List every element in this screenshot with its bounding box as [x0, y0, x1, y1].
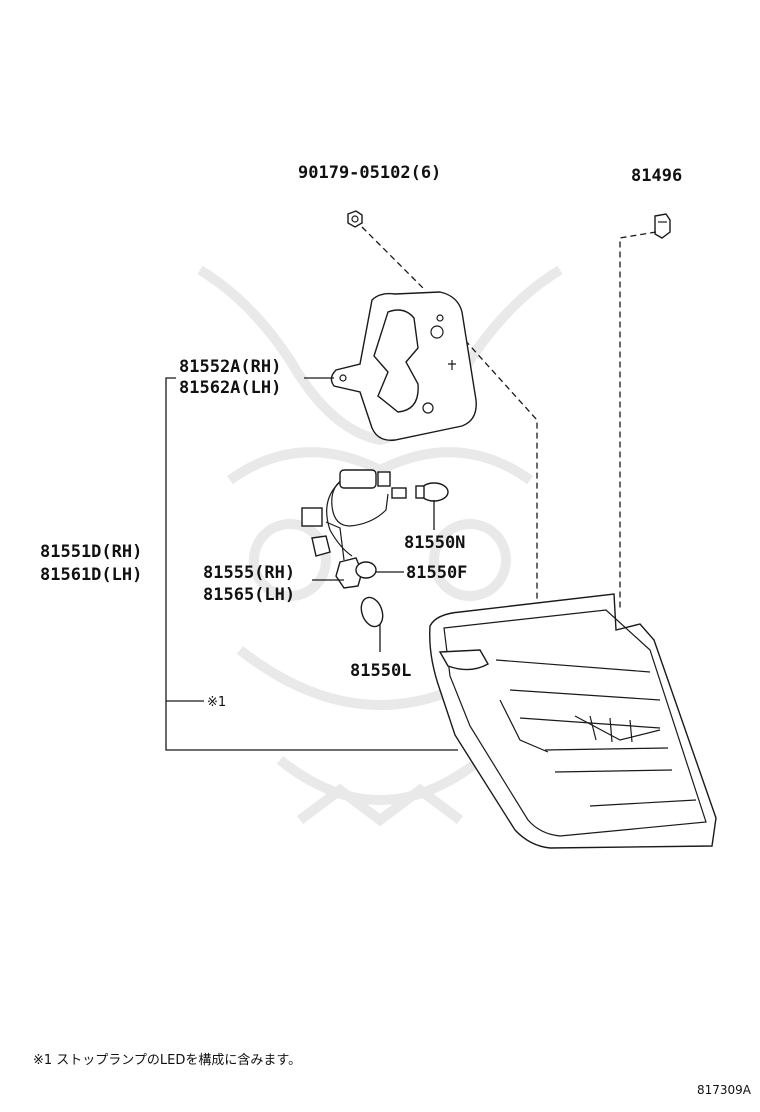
- socket-plate-lh-label: 81562A(LH): [179, 378, 281, 398]
- note-marker: ※1: [207, 695, 226, 710]
- illustration-number: 817309A: [697, 1083, 752, 1097]
- bulb-n-label: 81550N: [404, 533, 465, 553]
- lamp-assy-rh-label: 81551D(RH): [40, 542, 142, 562]
- lamp-assy-lh-label: 81561D(LH): [40, 565, 142, 585]
- socket-plate-rh-label: 81552A(RH): [179, 357, 281, 377]
- assembly-bracket: [165, 377, 458, 751]
- screw-part: [347, 210, 363, 228]
- bulb-l-label: 81550L: [350, 661, 411, 681]
- socket-wire-lh-label: 81565(LH): [203, 585, 295, 605]
- clip-part: [654, 213, 671, 239]
- socket-wire-rh-label: 81555(RH): [203, 563, 295, 583]
- lamp-lens-part: [429, 593, 717, 849]
- footnote: ※1 ストップランプのLEDを構成に含みます。: [33, 1052, 301, 1068]
- screw-label: 90179-05102(6): [298, 163, 441, 183]
- bulb-f-label: 81550F: [406, 563, 467, 583]
- clip-guide-line: [619, 231, 657, 610]
- socket-plate-part: [330, 291, 477, 441]
- clip-label: 81496: [631, 166, 682, 186]
- bulb-l-part: [360, 596, 384, 628]
- bulb-n-part: [415, 482, 449, 502]
- socket-wire-part: [301, 469, 407, 589]
